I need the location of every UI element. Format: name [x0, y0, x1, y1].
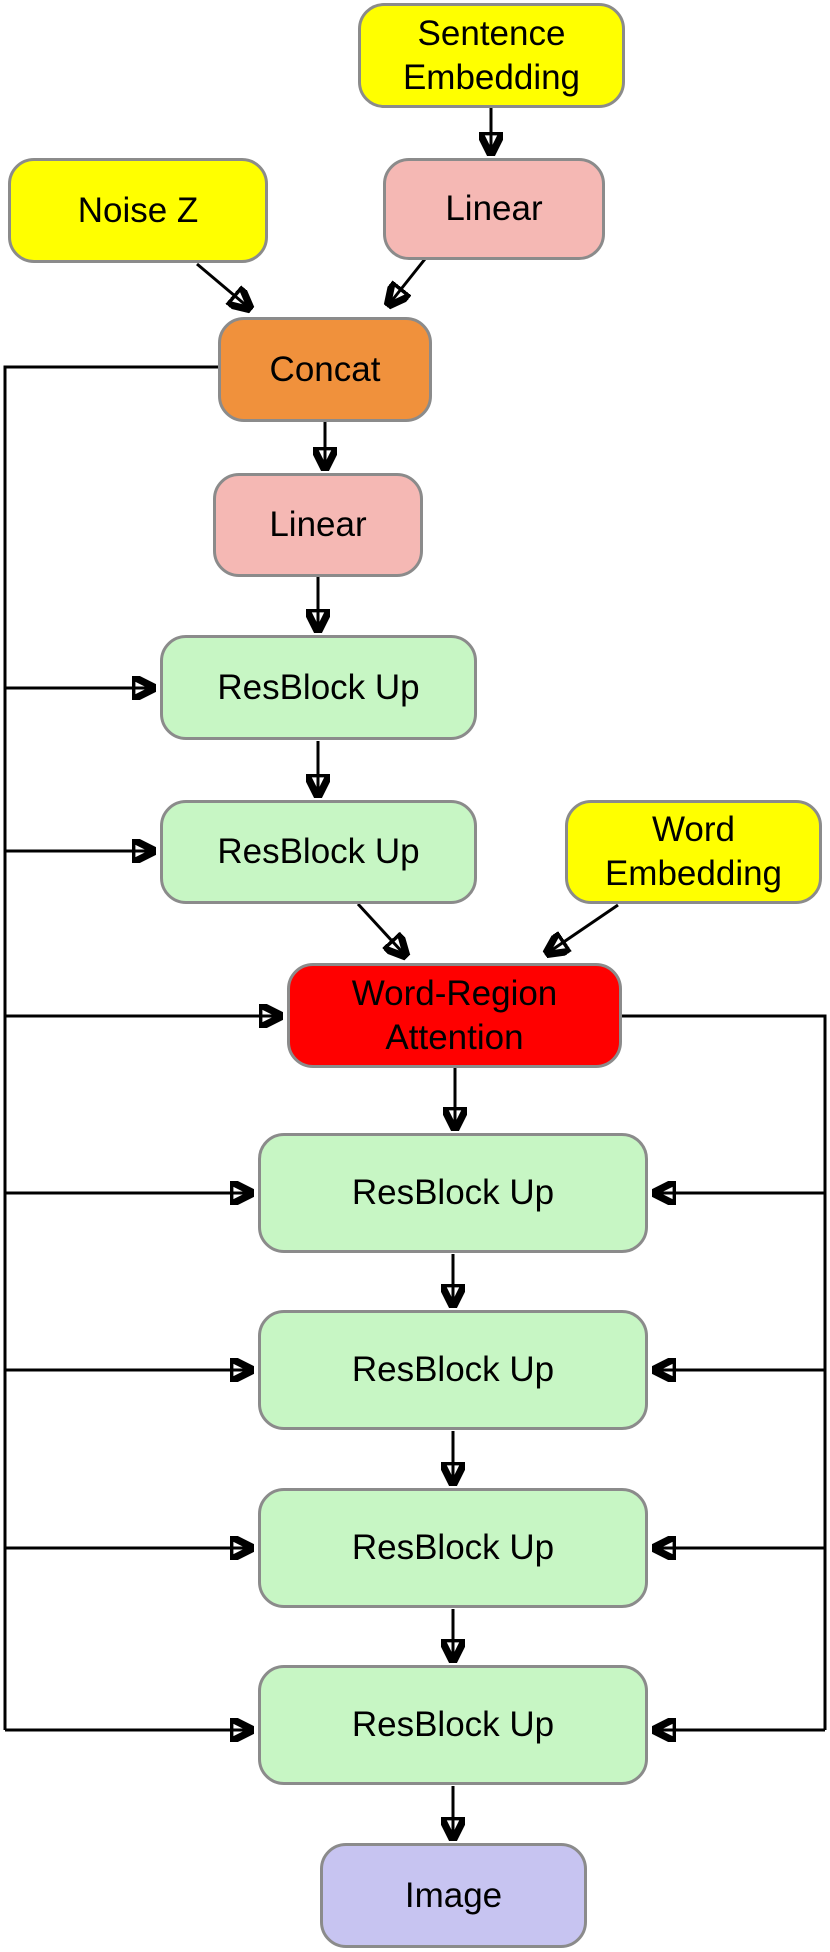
node-resblock-up-2: ResBlock Up: [160, 800, 477, 904]
node-image: Image: [320, 1843, 587, 1948]
node-linear-top: Linear: [383, 158, 605, 260]
node-resblock-up-6: ResBlock Up: [258, 1665, 648, 1785]
arrow-noise-z-to-concat: [196, 262, 248, 307]
node-resblock-up-3: ResBlock Up: [258, 1133, 648, 1253]
arrow-linear-to-concat: [390, 258, 427, 303]
node-resblock-up-5: ResBlock Up: [258, 1488, 648, 1608]
left-skip-trunk: [3, 365, 218, 1730]
arrow-resblock2-to-attention: [356, 902, 404, 954]
node-resblock-up-1: ResBlock Up: [160, 635, 477, 740]
node-resblock-up-4: ResBlock Up: [258, 1310, 648, 1430]
node-word-embedding: Word Embedding: [565, 800, 822, 904]
node-sentence-embedding: Sentence Embedding: [358, 3, 625, 108]
node-noise-z: Noise Z: [8, 158, 268, 263]
arrow-word-embedding-to-attention: [549, 903, 619, 952]
right-skip-trunk: [622, 1014, 827, 1730]
node-concat: Concat: [218, 317, 432, 422]
node-linear-mid: Linear: [213, 473, 423, 577]
node-word-region-attention: Word-Region Attention: [287, 963, 622, 1068]
